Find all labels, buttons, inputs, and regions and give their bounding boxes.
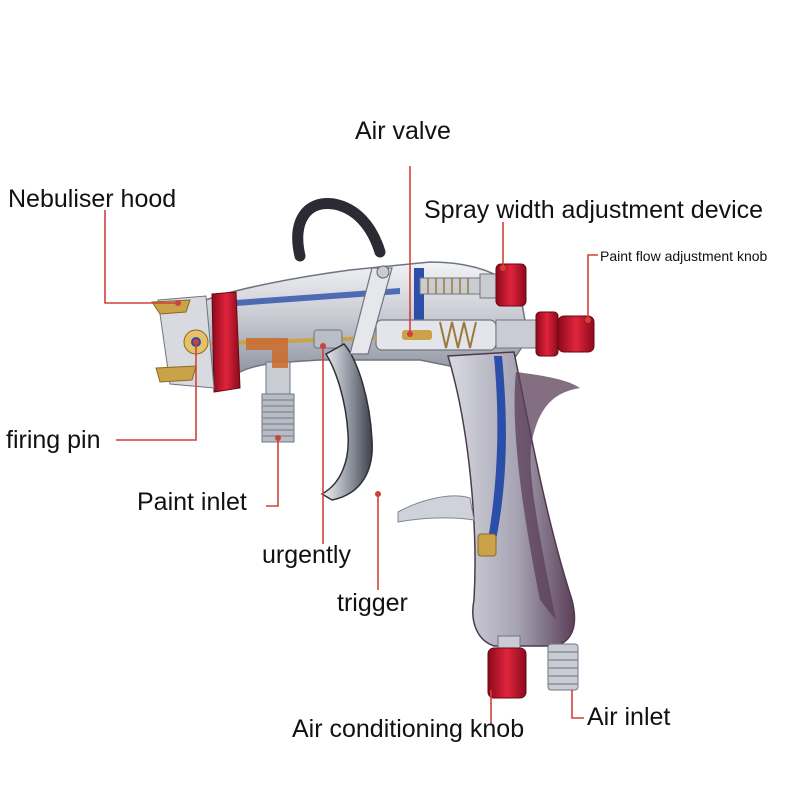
label-air-conditioning-knob: Air conditioning knob [292,715,525,743]
dot-nebuliser [175,300,181,306]
hanging-hook [292,198,386,262]
leader-lines [104,166,598,724]
air-conditioning-knob-part [487,635,527,699]
dot-urgently [320,343,326,349]
paint-flow-knob [495,311,595,357]
label-nebuliser-hood: Nebuliser hood [8,185,177,213]
label-trigger: trigger [337,589,408,617]
dot-air-valve [407,331,413,337]
leader-paint-flow [587,254,598,320]
air-cap [151,291,241,393]
brass-fitting [477,533,497,557]
barrel-channel [236,288,400,306]
air-channel [488,356,506,540]
label-air-inlet: Air inlet [587,703,671,731]
valve-spring [439,321,477,349]
finger-rest [397,495,475,523]
label-paint-flow-knob: Paint flow adjustment knob [600,248,768,264]
leader-air-inlet [571,690,584,719]
leader-paint-inlet [266,438,279,507]
label-air-valve: Air valve [355,117,451,145]
spray-gun-illustration [151,198,595,699]
dot-trigger [375,491,381,497]
label-firing-pin: firing pin [6,426,101,454]
air-inlet-fitting [547,643,579,691]
dot-paint-inlet [275,435,281,441]
label-urgently: urgently [262,541,351,569]
dot-spray-width [500,265,506,271]
trigger-lever [320,343,373,501]
leader-nebuliser [104,210,178,304]
dot-firing-pin [193,339,199,345]
valve-pin [402,330,432,340]
label-paint-inlet: Paint inlet [137,488,247,516]
spray-width-knob [419,263,527,307]
leader-firing-pin [116,342,197,441]
trigger-pivot [376,265,390,279]
needle-packing [313,329,343,349]
air-valve-cylinder [375,319,497,351]
leader-dots [175,265,591,497]
dot-paint-flow [585,317,591,323]
grip-swoosh [514,372,580,620]
label-spray-width-adjustment: Spray width adjustment device [424,196,764,224]
